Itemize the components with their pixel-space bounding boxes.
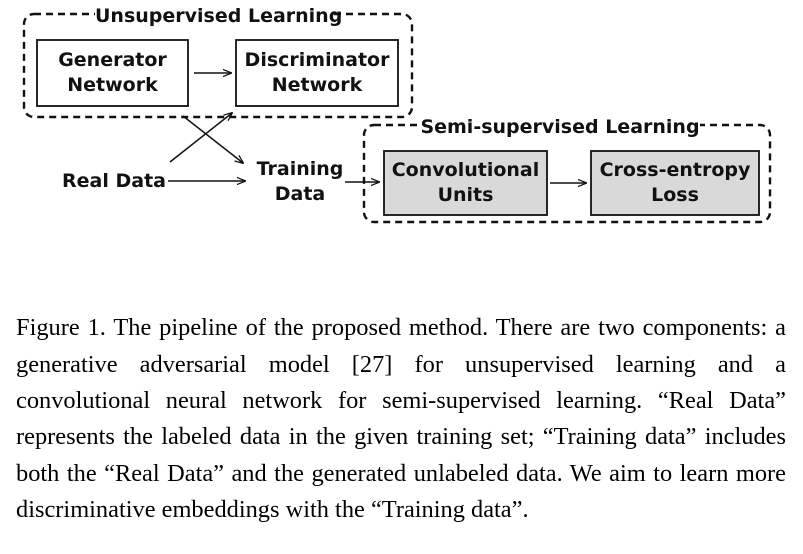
generator-network-line-1: Generator (58, 49, 167, 71)
convolutional-units-label: Convolutional Units (384, 158, 547, 208)
discriminator-network-line-1: Discriminator (244, 49, 390, 71)
generator-network-box (36, 39, 189, 107)
cross-entropy-loss-box (590, 150, 760, 216)
generator-network-label: Generator Network (37, 48, 188, 98)
real-data-label: Real Data (62, 170, 166, 192)
pipeline-diagram: Unsupervised Learning Semi-supervised Le… (0, 0, 803, 260)
convolutional-units-box (383, 150, 548, 216)
discriminator-network-box (235, 39, 399, 107)
arrow-generator-to-trainingdata (182, 115, 243, 163)
discriminator-network-line-2: Network (271, 74, 363, 96)
figure-caption: Figure 1. The pipeline of the proposed m… (16, 314, 786, 523)
diagram-canvas (22, 9, 772, 224)
convolutional-units-line-2: Units (437, 184, 494, 206)
generator-network-line-2: Network (67, 74, 158, 96)
semi-supervised-learning-title: Semi-supervised Learning (420, 116, 700, 138)
training-data-line-1: Training (256, 158, 344, 180)
cross-entropy-loss-line-2: Loss (651, 184, 699, 206)
unsupervised-learning-title: Unsupervised Learning (95, 5, 343, 27)
discriminator-network-label: Discriminator Network (236, 48, 398, 98)
cross-entropy-loss-line-1: Cross-entropy (599, 159, 751, 181)
cross-entropy-loss-label: Cross-entropy Loss (591, 158, 759, 208)
training-data-label: Training Data (252, 157, 348, 207)
training-data-line-2: Data (274, 183, 326, 205)
arrow-realdata-to-discriminator (169, 113, 232, 163)
convolutional-units-line-1: Convolutional (391, 159, 540, 181)
